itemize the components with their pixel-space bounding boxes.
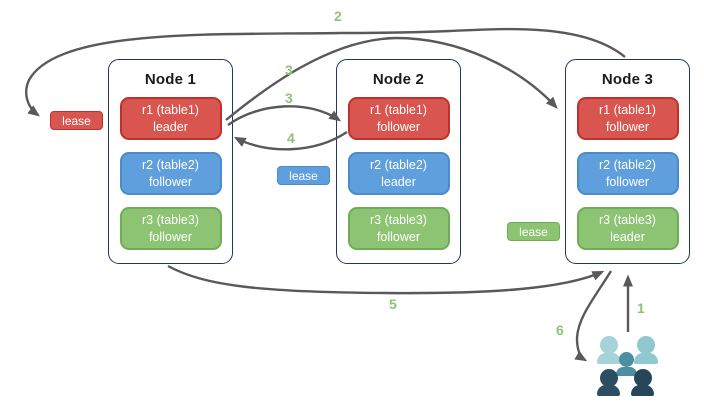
node-1-replica-r2: r2 (table2) follower [119, 152, 222, 195]
step-label-2: 2 [334, 8, 342, 24]
lease-badge-r3: lease [507, 222, 560, 241]
replica-label: r1 (table1) [599, 103, 656, 118]
replica-label: r2 (table2) [142, 158, 199, 173]
node-3-replica-r3: r3 (table3) leader [576, 207, 679, 250]
replica-role: follower [376, 119, 421, 134]
step-label-3b: 3 [285, 90, 293, 106]
replica-role: follower [605, 119, 650, 134]
replica-role: leader [610, 229, 645, 244]
replica-label: r3 (table3) [599, 213, 656, 228]
replica-label: r3 (table3) [370, 213, 427, 228]
node-3-replica-r2: r2 (table2) follower [576, 152, 679, 195]
node-2-title: Node 2 [372, 71, 425, 88]
step-label-1: 1 [637, 300, 645, 316]
replica-label: r1 (table1) [370, 103, 427, 118]
arrow-step-3b-path [227, 105, 342, 126]
node-2-replica-r3: r3 (table3) follower [347, 207, 450, 250]
replica-label: r2 (table2) [599, 158, 656, 173]
lease-badge-r1: lease [50, 111, 103, 130]
replica-role: follower [605, 174, 650, 189]
step-label-3a: 3 [285, 62, 293, 78]
replica-role: leader [153, 119, 188, 134]
users-group-icon [593, 333, 659, 397]
node-1-replica-r3: r3 (table3) follower [119, 207, 222, 250]
node-1-title: Node 1 [144, 71, 197, 88]
replica-role: follower [148, 174, 193, 189]
lease-badge-r2: lease [277, 166, 330, 185]
replica-role: follower [376, 229, 421, 244]
replica-label: r3 (table3) [142, 213, 199, 228]
replica-role: follower [148, 229, 193, 244]
step-label-5: 5 [389, 296, 397, 312]
node-3-replica-r1: r1 (table1) follower [576, 97, 679, 140]
replica-label: r2 (table2) [370, 158, 427, 173]
node-2: Node 2 r1 (table1) follower r2 (table2) … [336, 59, 461, 264]
step-label-4: 4 [287, 130, 295, 146]
arrow-step-5-path [167, 264, 605, 295]
node-3: Node 3 r1 (table1) follower r2 (table2) … [565, 59, 690, 264]
replica-role: leader [381, 174, 416, 189]
replica-label: r1 (table1) [142, 103, 199, 118]
node-1: Node 1 r1 (table1) leader r2 (table2) fo… [108, 59, 233, 264]
step-label-6: 6 [556, 322, 564, 338]
node-1-replica-r1: r1 (table1) leader [119, 97, 222, 140]
node-2-replica-r2: r2 (table2) leader [347, 152, 450, 195]
node-3-title: Node 3 [601, 71, 654, 88]
node-2-replica-r1: r1 (table1) follower [347, 97, 450, 140]
